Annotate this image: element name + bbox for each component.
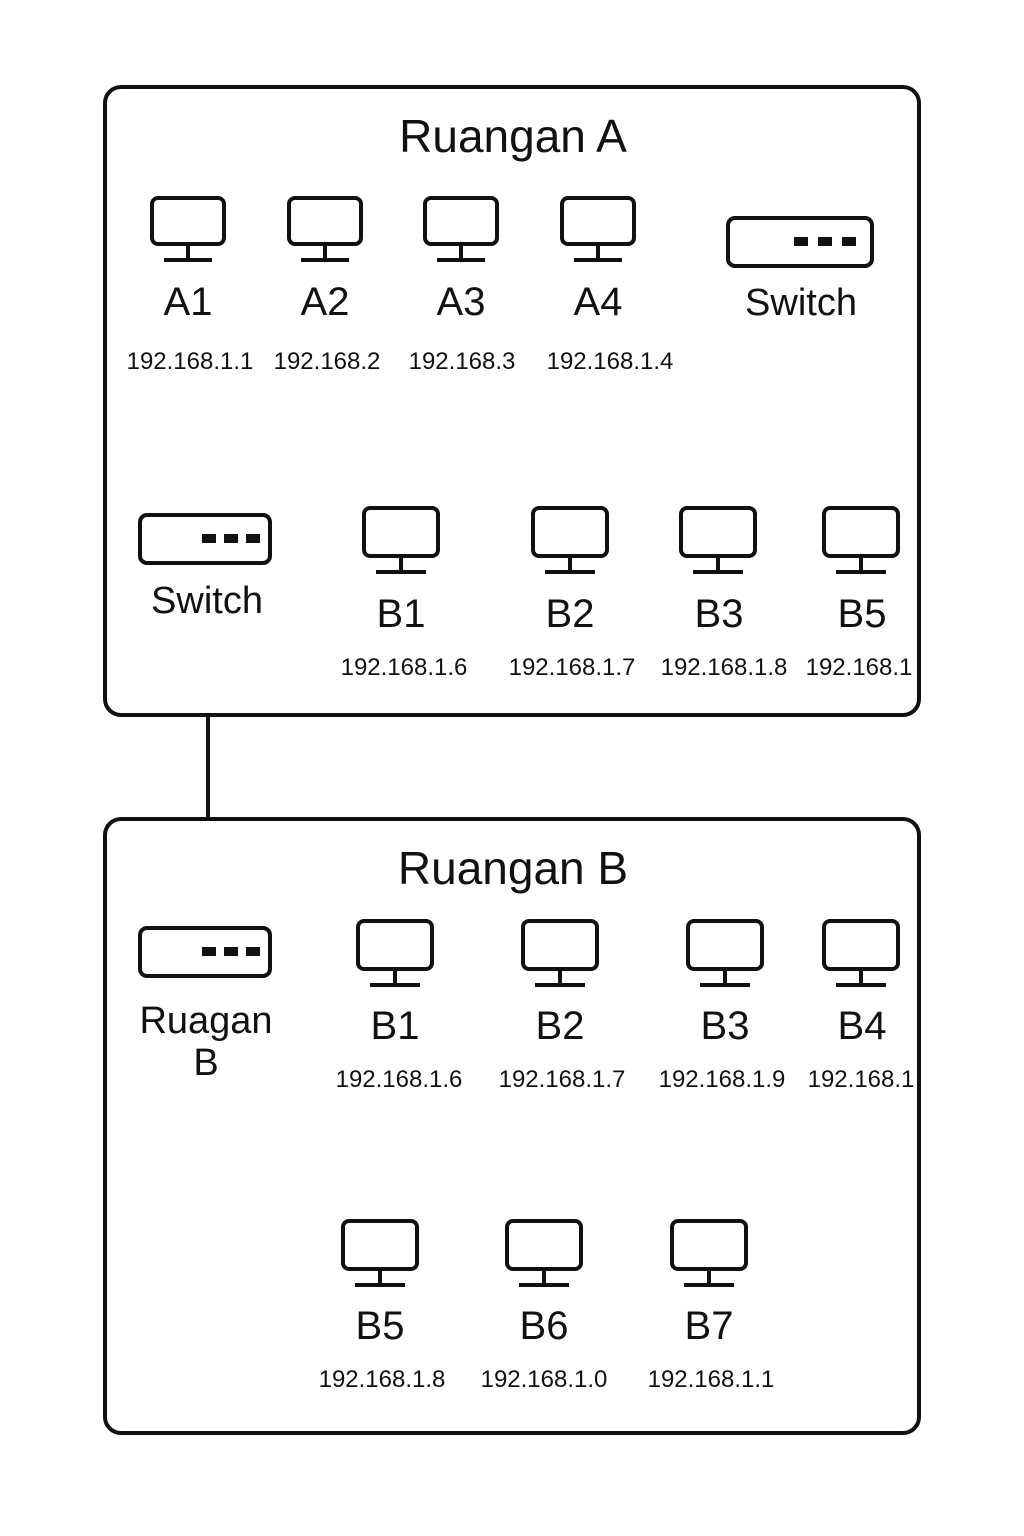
computer-icon bbox=[686, 919, 764, 987]
computer-ip: 192.168.1.6 bbox=[335, 1066, 463, 1093]
computer-label: B1 bbox=[376, 592, 426, 636]
computer-icon bbox=[505, 1219, 583, 1287]
computer-icon bbox=[822, 506, 900, 574]
computer-icon bbox=[287, 196, 363, 262]
computer-ip: 192.168.1.8 bbox=[660, 654, 788, 681]
computer-ip: 192.168.1.1 bbox=[647, 1366, 775, 1393]
room-b-container bbox=[103, 817, 921, 1435]
computer-label: B3 bbox=[700, 1004, 750, 1048]
computer-label: B2 bbox=[535, 1004, 585, 1048]
computer-icon bbox=[341, 1219, 419, 1287]
computer-ip: 192.168.3 bbox=[408, 348, 516, 375]
computer-label: A4 bbox=[573, 280, 623, 324]
computer-ip: 192.168.1.0 bbox=[480, 1366, 608, 1393]
room-a-title: Ruangan A bbox=[399, 110, 627, 162]
computer-ip: 192.168.1.9 bbox=[658, 1066, 786, 1093]
computer-icon bbox=[521, 919, 599, 987]
switch-label: Switch bbox=[151, 580, 263, 622]
computer-ip: 192.168.1.8 bbox=[318, 1366, 446, 1393]
computer-ip: 192.168.1.6 bbox=[340, 654, 468, 681]
computer-label: B1 bbox=[370, 1004, 420, 1048]
computer-label: A3 bbox=[436, 280, 486, 324]
computer-ip: 192.168.1 bbox=[807, 1066, 915, 1093]
computer-label: B7 bbox=[684, 1304, 734, 1348]
computer-ip: 192.168.1.4 bbox=[546, 348, 674, 375]
computer-icon bbox=[423, 196, 499, 262]
room-b-title: Ruangan B bbox=[397, 842, 629, 894]
computer-label: B2 bbox=[545, 592, 595, 636]
computer-icon bbox=[356, 919, 434, 987]
computer-label: B5 bbox=[355, 1304, 405, 1348]
switch-icon bbox=[138, 926, 272, 978]
switch-icon bbox=[138, 513, 272, 565]
computer-ip: 192.168.2 bbox=[273, 348, 381, 375]
computer-ip: 192.168.1 bbox=[805, 654, 913, 681]
computer-label: A1 bbox=[163, 280, 213, 324]
switch-icon bbox=[726, 216, 874, 268]
computer-icon bbox=[362, 506, 440, 574]
computer-ip: 192.168.1.7 bbox=[498, 1066, 626, 1093]
computer-label: B3 bbox=[694, 592, 744, 636]
computer-label: A2 bbox=[300, 280, 350, 324]
switch-label: Ruagan B bbox=[139, 1000, 273, 1084]
computer-ip: 192.168.1.1 bbox=[126, 348, 254, 375]
computer-icon bbox=[560, 196, 636, 262]
computer-icon bbox=[670, 1219, 748, 1287]
computer-label: B6 bbox=[519, 1304, 569, 1348]
switch-label: Switch bbox=[745, 282, 857, 324]
computer-icon bbox=[679, 506, 757, 574]
computer-icon bbox=[531, 506, 609, 574]
room-a-container bbox=[103, 85, 921, 717]
computer-icon bbox=[150, 196, 226, 262]
computer-icon bbox=[822, 919, 900, 987]
computer-ip: 192.168.1.7 bbox=[508, 654, 636, 681]
computer-label: B5 bbox=[837, 592, 887, 636]
computer-label: B4 bbox=[837, 1004, 887, 1048]
